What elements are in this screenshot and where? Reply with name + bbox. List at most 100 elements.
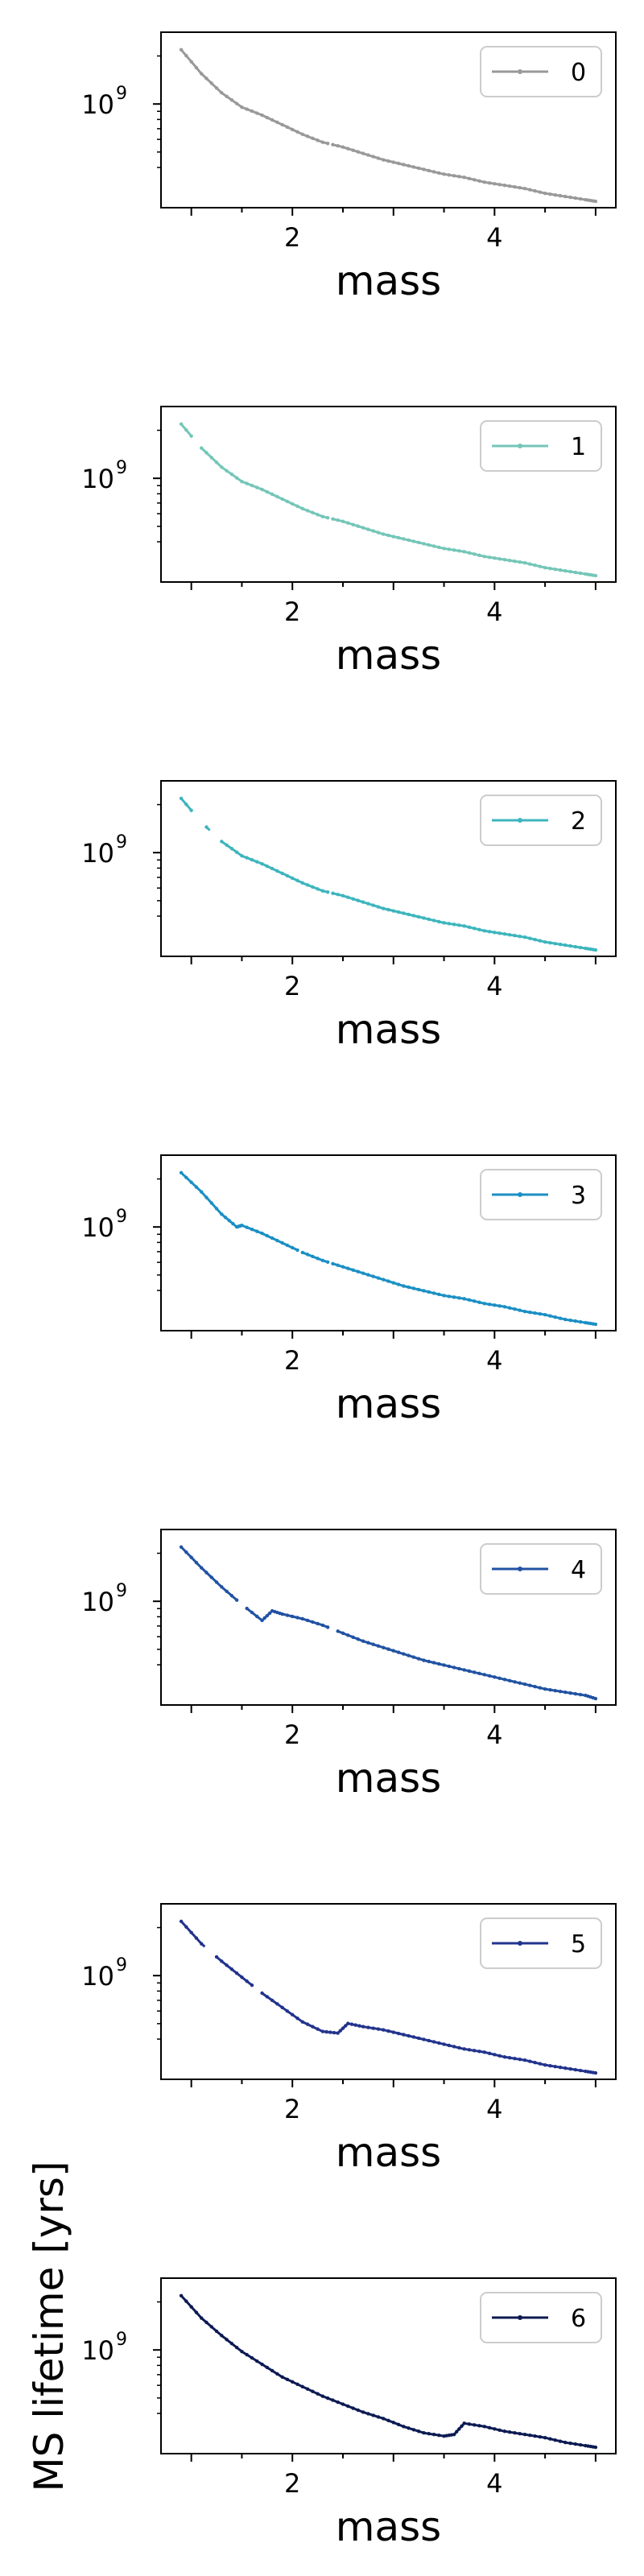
data-point: [353, 2023, 357, 2027]
data-point: [528, 562, 532, 566]
data-point: [245, 1606, 249, 1611]
data-point: [543, 1686, 547, 1691]
data-point: [573, 1319, 577, 1323]
data-point: [209, 1575, 213, 1579]
data-point: [437, 545, 441, 550]
data-point: [578, 571, 583, 576]
data-point: [538, 1686, 543, 1690]
data-point: [462, 1668, 466, 1672]
data-point: [291, 127, 295, 132]
data-point: [338, 2029, 343, 2033]
data-point: [280, 2375, 284, 2380]
series-line: [332, 518, 597, 577]
data-point: [371, 1274, 375, 1278]
legend-marker: [518, 818, 522, 823]
data-point: [447, 1664, 452, 1669]
data-point: [300, 2020, 304, 2024]
data-point: [573, 570, 577, 575]
data-point: [356, 898, 361, 902]
data-point: [522, 1310, 527, 1314]
data-point: [497, 2428, 502, 2432]
series-line: [261, 1992, 597, 2074]
data-point: [245, 481, 249, 485]
x-axis-label: mass: [336, 258, 441, 304]
data-point: [265, 115, 270, 120]
data-point: [240, 479, 244, 484]
x-axis-label: mass: [336, 1006, 441, 1053]
data-point: [223, 1216, 228, 1220]
data-point: [351, 2406, 355, 2410]
data-point: [265, 1613, 270, 1618]
data-point: [507, 184, 512, 188]
data-point: [411, 1286, 416, 1290]
data-point: [361, 900, 365, 904]
data-point: [189, 60, 193, 64]
data-point: [543, 191, 547, 196]
data-point: [361, 526, 365, 530]
data-point: [522, 2433, 527, 2437]
data-point: [366, 902, 370, 906]
data-point: [422, 2037, 426, 2041]
data-point: [234, 1598, 239, 1602]
data-point: [431, 919, 436, 923]
data-point: [325, 1625, 330, 1629]
data-point: [543, 1312, 547, 1317]
data-point: [194, 1936, 199, 1940]
data-point: [386, 533, 390, 538]
data-point: [270, 492, 275, 497]
data-point: [275, 120, 279, 125]
data-point: [564, 568, 568, 573]
data-point: [482, 929, 486, 933]
data-point: [386, 907, 390, 912]
data-point: [482, 555, 486, 559]
data-point: [502, 1305, 507, 1309]
data-point: [513, 185, 517, 189]
data-point: [543, 939, 547, 944]
data-point: [255, 111, 259, 115]
data-point: [518, 2432, 522, 2436]
data-point: [331, 1261, 335, 1265]
data-point: [528, 188, 532, 192]
data-point: [200, 72, 204, 76]
data-point: [427, 1659, 431, 1664]
data-point: [331, 517, 335, 521]
data-point: [513, 2057, 517, 2061]
data-point: [320, 1623, 325, 1628]
y-tick-exponent: 9: [116, 832, 127, 852]
data-point: [513, 559, 517, 564]
data-point: [267, 1611, 272, 1616]
data-point: [437, 1292, 441, 1297]
data-point: [229, 2342, 234, 2346]
data-point: [437, 171, 441, 175]
data-point: [285, 499, 290, 504]
data-point: [528, 2434, 532, 2438]
data-point: [407, 1653, 411, 1657]
data-point: [558, 2439, 563, 2443]
data-point: [300, 506, 304, 511]
data-point: [407, 2033, 411, 2038]
data-point: [346, 521, 350, 525]
data-point: [568, 943, 572, 948]
data-point: [332, 2030, 336, 2035]
data-point: [473, 1299, 477, 1303]
y-tick-exponent: 9: [116, 1581, 127, 1601]
data-point: [255, 1614, 259, 1619]
data-point: [497, 931, 502, 935]
data-point: [533, 2434, 537, 2438]
data-point: [391, 1281, 395, 1285]
data-point: [462, 2421, 466, 2425]
data-point: [493, 556, 497, 560]
y-tick-exponent: 9: [116, 1207, 127, 1227]
data-point: [189, 1555, 193, 1559]
data-point: [270, 2368, 275, 2373]
data-point: [396, 161, 401, 166]
data-point: [442, 172, 446, 176]
data-point: [442, 547, 446, 551]
data-point: [376, 1276, 381, 1280]
data-point: [416, 1657, 421, 1661]
data-point: [255, 1229, 259, 1233]
series-line: [332, 892, 597, 952]
data-point: [285, 125, 290, 130]
